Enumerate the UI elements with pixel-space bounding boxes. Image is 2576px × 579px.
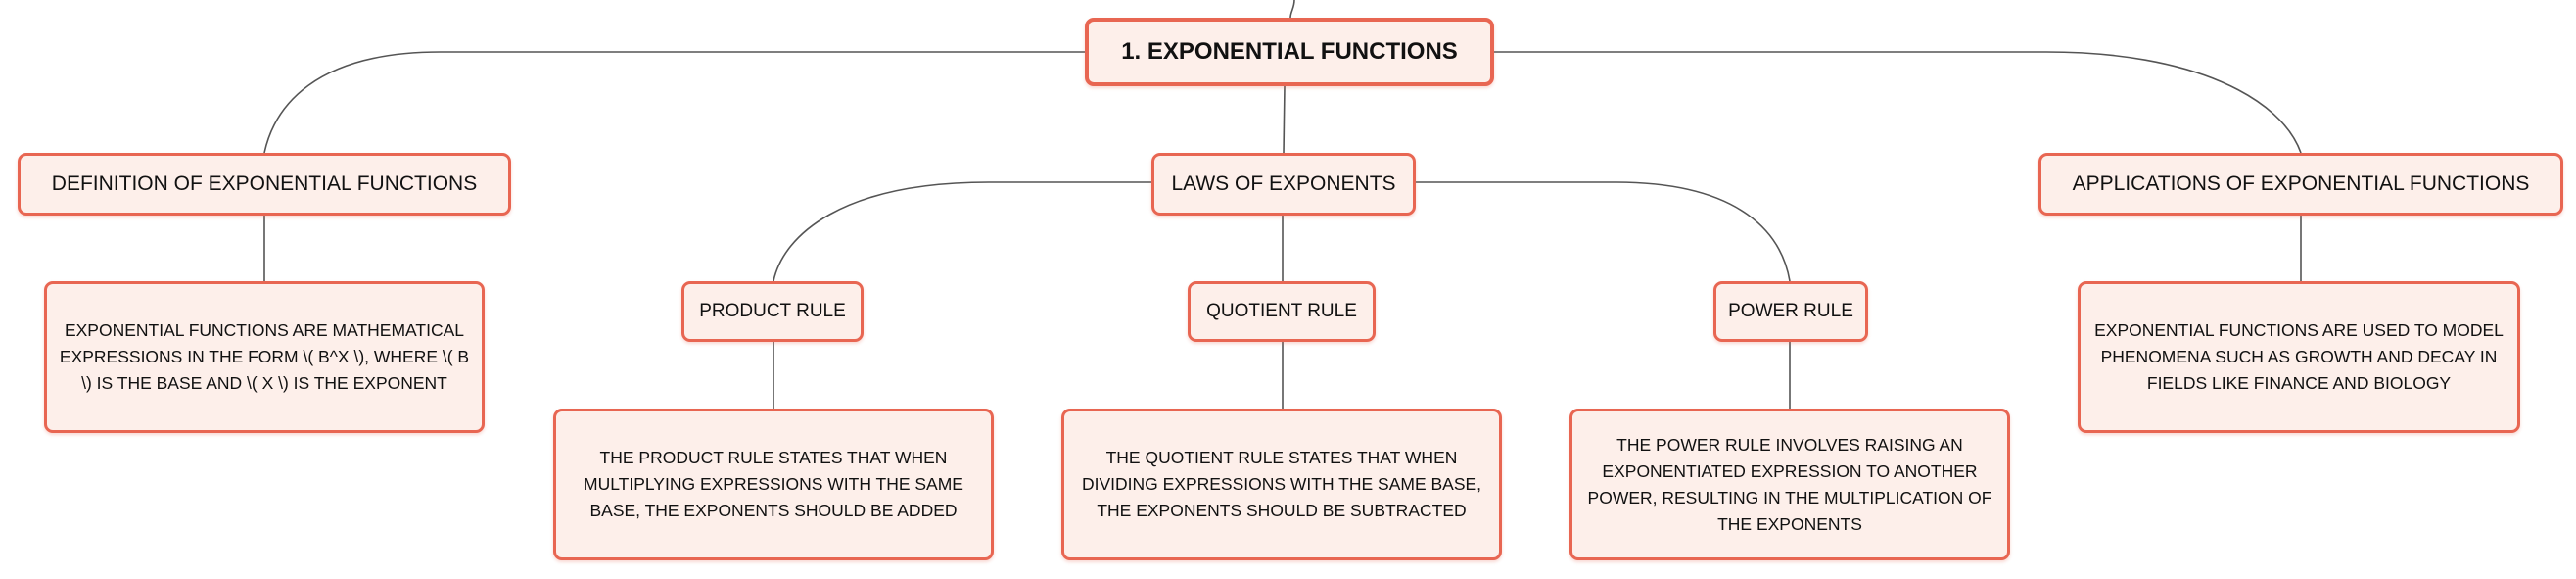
applications-description-node[interactable]: EXPONENTIAL FUNCTIONS ARE USED TO MODEL … (2078, 281, 2520, 433)
power-rule-node[interactable]: POWER RULE (1713, 281, 1868, 342)
root-node[interactable]: 1. EXPONENTIAL FUNCTIONS (1085, 18, 1494, 86)
power-rule-description-text: THE POWER RULE INVOLVES RAISING AN EXPON… (1587, 434, 1992, 534)
applications-node[interactable]: APPLICATIONS OF EXPONENTIAL FUNCTIONS (2038, 153, 2563, 216)
applications-node-label: APPLICATIONS OF EXPONENTIAL FUNCTIONS (2072, 172, 2530, 195)
laws-node-label: LAWS OF EXPONENTS (1171, 172, 1396, 195)
product-rule-label: PRODUCT RULE (699, 301, 846, 321)
connector-laws-power (1416, 181, 1791, 282)
power-rule-description-node[interactable]: THE POWER RULE INVOLVES RAISING AN EXPON… (1569, 409, 2010, 560)
product-rule-node[interactable]: PRODUCT RULE (681, 281, 864, 342)
product-rule-description-node[interactable]: THE PRODUCT RULE STATES THAT WHEN MULTIP… (553, 409, 994, 560)
applications-description-text: EXPONENTIAL FUNCTIONS ARE USED TO MODEL … (2094, 320, 2504, 393)
definition-node-label: DEFINITION OF EXPONENTIAL FUNCTIONS (51, 172, 478, 195)
connector-root-parent (1289, 0, 1295, 19)
quotient-rule-description-node[interactable]: THE QUOTIENT RULE STATES THAT WHEN DIVID… (1061, 409, 1502, 560)
definition-description-node[interactable]: EXPONENTIAL FUNCTIONS ARE MATHEMATICAL E… (44, 281, 485, 433)
connector-root-applications (1494, 51, 2302, 154)
connector-root-definition (263, 51, 1085, 154)
root-node-label: 1. EXPONENTIAL FUNCTIONS (1121, 38, 1458, 65)
product-rule-description-text: THE PRODUCT RULE STATES THAT WHEN MULTIP… (584, 448, 963, 520)
power-rule-label: POWER RULE (1728, 301, 1853, 321)
quotient-rule-description-text: THE QUOTIENT RULE STATES THAT WHEN DIVID… (1081, 448, 1482, 520)
quotient-rule-node[interactable]: QUOTIENT RULE (1188, 281, 1376, 342)
laws-node[interactable]: LAWS OF EXPONENTS (1151, 153, 1416, 216)
definition-description-text: EXPONENTIAL FUNCTIONS ARE MATHEMATICAL E… (59, 320, 470, 393)
definition-node[interactable]: DEFINITION OF EXPONENTIAL FUNCTIONS (18, 153, 511, 216)
connector-laws-product (773, 181, 1151, 282)
quotient-rule-label: QUOTIENT RULE (1206, 301, 1357, 321)
connector-root-laws (1283, 85, 1286, 154)
